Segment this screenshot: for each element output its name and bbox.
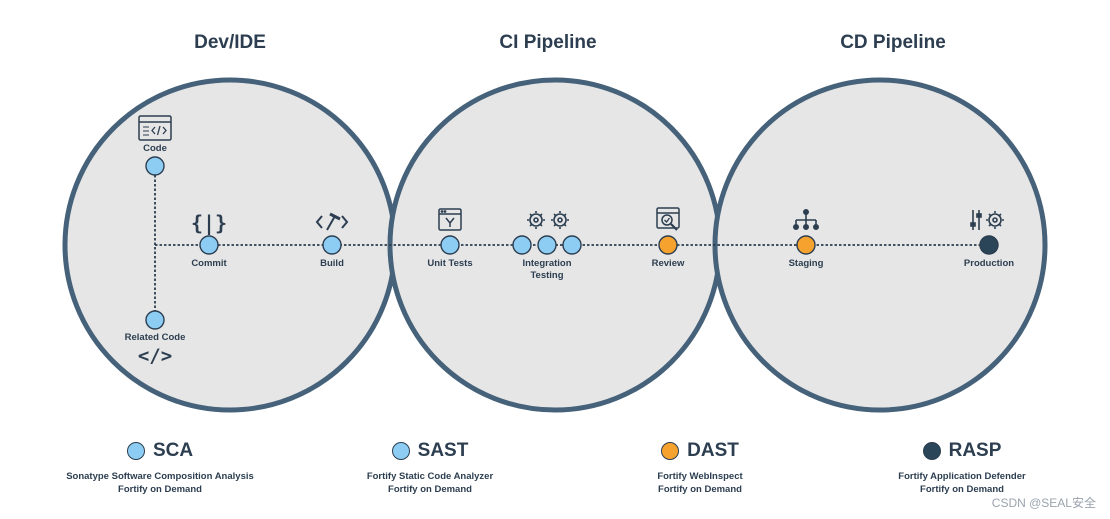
code-brackets-icon: </> (138, 345, 172, 367)
watermark: CSDN @SEAL安全 (991, 496, 1096, 510)
node-dot-integration-testing-1[interactable] (512, 235, 532, 255)
node-dot-staging[interactable] (796, 235, 816, 255)
node-label-build: Build (320, 258, 344, 269)
stage-title-ci-pipeline: CI Pipeline (499, 32, 597, 53)
legend-name-sast: SAST (417, 440, 469, 461)
legend-dast: DAST Fortify WebInspect Fortify on Deman… (550, 440, 850, 496)
node-dot-integration-testing-3[interactable] (562, 235, 582, 255)
legend-sca: SCA Sonatype Software Composition Analys… (10, 440, 310, 496)
node-label-unit-tests: Unit Tests (427, 258, 473, 269)
node-dot-code[interactable] (145, 156, 165, 176)
legend-name-rasp: RASP (948, 440, 1002, 461)
legend-swatch-dast (661, 442, 680, 460)
legend-tool-sast-2: Fortify on Demand (388, 484, 472, 495)
pipeline-nodes (145, 156, 999, 330)
node-dot-commit[interactable] (199, 235, 219, 255)
legend-tool-rasp-1: Fortify Application Defender (898, 471, 1026, 482)
stage-title-cd-pipeline: CD Pipeline (840, 32, 946, 53)
node-label-production: Production (963, 258, 1015, 269)
code-editor-icon (138, 115, 172, 141)
legend-tool-rasp-2: Fortify on Demand (920, 484, 1004, 495)
hierarchy-icon (792, 209, 819, 231)
stage-title-dev-ide: Dev/IDE (194, 32, 266, 53)
legend-tool-dast-1: Fortify WebInspect (657, 471, 743, 482)
legend-tool-sast-1: Fortify Static Code Analyzer (366, 471, 494, 482)
node-dot-build[interactable] (322, 235, 342, 255)
node-label-commit: Commit (191, 258, 227, 269)
gears-icon (527, 211, 569, 229)
legend-swatch-rasp (922, 442, 941, 460)
node-dot-production[interactable] (979, 235, 999, 255)
legend-tool-sca-2: Fortify on Demand (118, 484, 202, 495)
node-dot-review[interactable] (658, 235, 678, 255)
legend-sast: SAST Fortify Static Code Analyzer Fortif… (280, 440, 580, 496)
hammer-code-icon (315, 212, 349, 231)
test-window-icon (438, 208, 462, 231)
sliders-gear-icon (970, 210, 1004, 230)
legend-tool-dast-2: Fortify on Demand (658, 484, 742, 495)
legend-name-dast: DAST (687, 440, 739, 461)
node-label-code: Code (143, 143, 167, 154)
node-dot-integration-testing-2[interactable] (537, 235, 557, 255)
node-label-integration-testing: Integration Testing (522, 258, 572, 281)
curly-braces-icon: {|} (191, 211, 227, 235)
legend-swatch-sca (126, 442, 145, 460)
legend-swatch-sast (391, 442, 410, 460)
legend-name-sca: SCA (152, 440, 194, 461)
magnifier-document-icon (656, 207, 680, 231)
legend-tool-sca-1: Sonatype Software Composition Analysis (66, 471, 254, 482)
node-dot-related-code[interactable] (145, 310, 165, 330)
node-label-staging: Staging (788, 258, 824, 269)
node-label-review: Review (651, 258, 685, 269)
node-label-related-code: Related Code (124, 332, 186, 343)
node-dot-unit-tests[interactable] (440, 235, 460, 255)
legend-rasp: RASP Fortify Application Defender Fortif… (812, 440, 1110, 496)
